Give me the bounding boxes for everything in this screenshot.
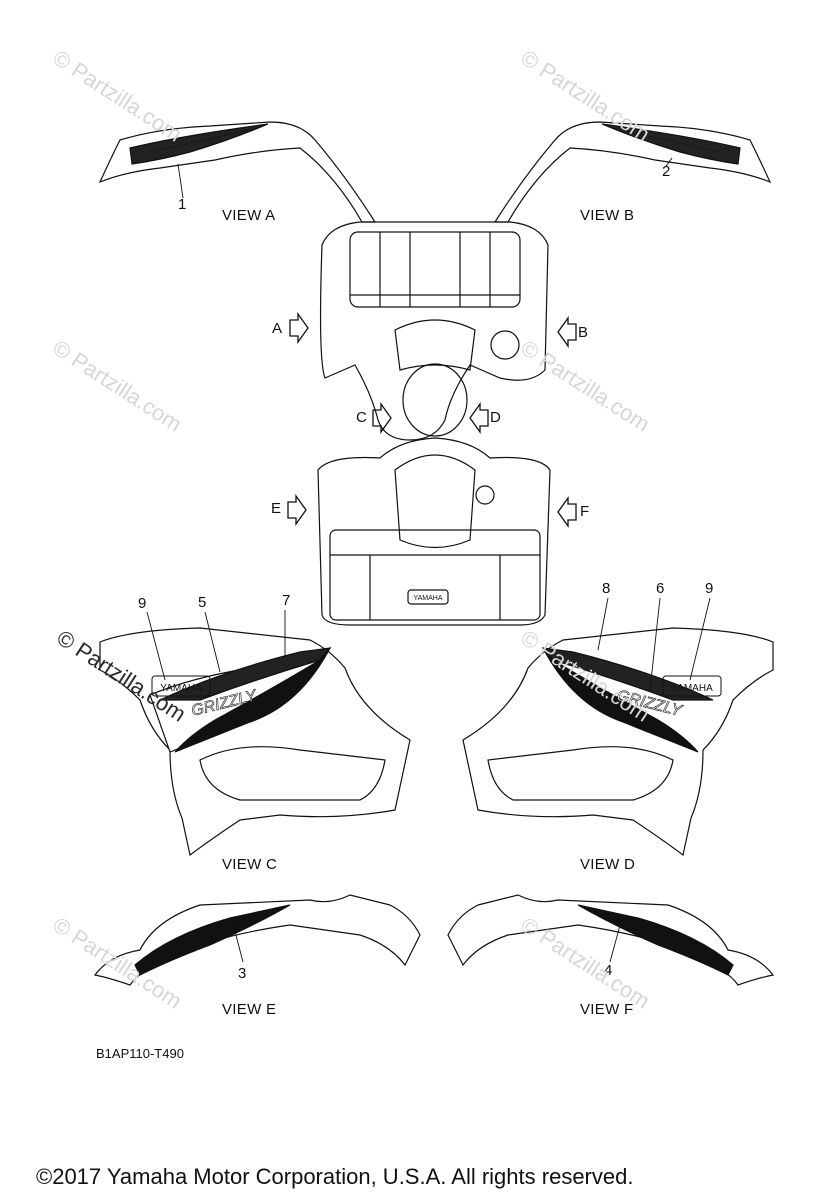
view-b-label: VIEW B: [580, 207, 635, 224]
diagram-code: B1AP110-T490: [96, 1046, 184, 1061]
callout-9-left: 9: [138, 595, 147, 612]
copyright-notice: ©2017 Yamaha Motor Corporation, U.S.A. A…: [36, 1164, 634, 1189]
decal-7: [174, 647, 331, 753]
arrow-f-label: F: [580, 503, 590, 520]
arrow-b: [557, 315, 577, 349]
arrow-a: [289, 311, 309, 345]
view-d-panel: YAMAHA GRIZZLY: [462, 627, 774, 857]
arrow-b-label: B: [578, 324, 589, 341]
decal-4: [577, 904, 734, 976]
arrow-d-label: D: [490, 409, 501, 426]
decal-2: [601, 123, 741, 165]
view-e-label: VIEW E: [222, 1001, 277, 1018]
arrow-f: [557, 495, 577, 529]
leader-lines: [146, 157, 711, 963]
callout-1: 1: [178, 196, 187, 213]
atv-top-view: YAMAHA: [317, 221, 551, 626]
decal-9-d-text: YAMAHA: [671, 683, 713, 694]
view-b-fender: [493, 121, 772, 223]
view-f-fender: [447, 894, 775, 986]
view-arrows: [287, 311, 577, 529]
view-f-label: VIEW F: [580, 1001, 634, 1018]
arrow-d: [469, 401, 489, 435]
view-a-label: VIEW A: [222, 207, 276, 224]
callout-3: 3: [238, 965, 247, 982]
view-a-fender: [98, 121, 377, 223]
callout-8: 8: [602, 580, 611, 597]
callout-9-right: 9: [705, 580, 714, 597]
decal-6: [542, 647, 699, 753]
callout-5: 5: [198, 594, 207, 611]
decal-3: [134, 904, 291, 976]
view-c-panel: YAMAHA GRIZZLY: [99, 627, 411, 857]
callout-7: 7: [282, 592, 291, 609]
decal-9-c-text: YAMAHA: [160, 683, 202, 694]
view-c-label: VIEW C: [222, 856, 278, 873]
callout-2: 2: [662, 163, 671, 180]
arrow-c-label: C: [356, 409, 367, 426]
arrow-c: [372, 401, 392, 435]
callout-4: 4: [604, 962, 613, 979]
callout-6: 6: [656, 580, 665, 597]
arrow-e: [287, 493, 307, 527]
arrow-a-label: A: [272, 320, 283, 337]
decal-1: [129, 123, 269, 165]
rear-badge-text: YAMAHA: [413, 595, 442, 602]
view-d-label: VIEW D: [580, 856, 636, 873]
arrow-e-label: E: [271, 500, 282, 517]
view-e-fender: [93, 894, 421, 986]
